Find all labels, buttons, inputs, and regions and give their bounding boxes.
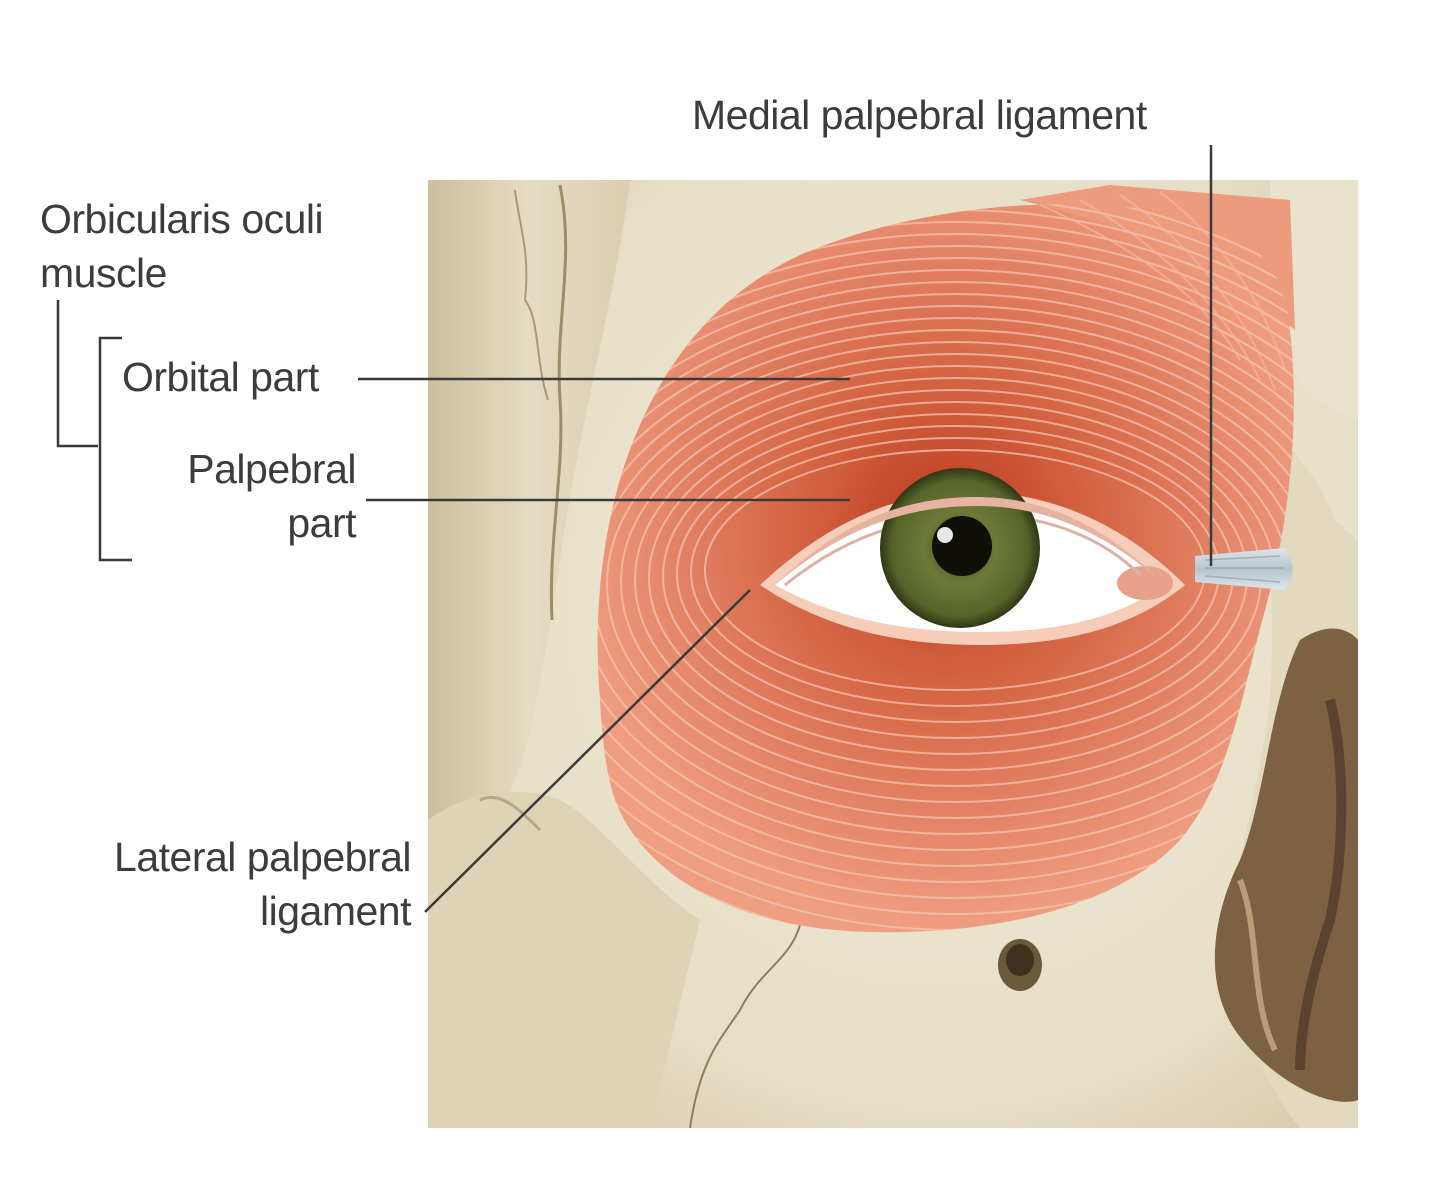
muscle-fiber — [597, 281, 1294, 915]
parts-bracket — [98, 336, 132, 562]
label-line: Orbicularis oculi — [40, 196, 324, 242]
muscle-fiber — [597, 233, 1294, 933]
label-line: ligament — [260, 888, 411, 934]
muscle-fiber — [597, 341, 1294, 835]
muscle-fiber — [597, 293, 1294, 899]
label-palpebral-part: Palpebral part — [187, 442, 356, 550]
eye — [760, 468, 1185, 645]
muscle-fiber — [597, 353, 1294, 819]
muscle-fiber — [597, 329, 1294, 851]
label-line: Lateral palpebral — [114, 834, 411, 880]
orbicularis-bracket — [56, 300, 98, 448]
label-line: muscle — [40, 250, 167, 296]
muscle-fiber — [606, 365, 1294, 803]
muscle-fiber — [597, 245, 1294, 933]
muscle-fiber — [597, 221, 1294, 933]
label-orbital-part: Orbital part — [122, 354, 319, 400]
label-lateral-palpebral-ligament: Lateral palpebral ligament — [114, 830, 411, 938]
label-line: part — [287, 500, 356, 546]
label-line: Palpebral — [187, 446, 356, 492]
label-medial-palpebral-ligament: Medial palpebral ligament — [692, 92, 1147, 138]
medial-ligament — [1195, 548, 1293, 590]
muscle-fiber — [597, 317, 1294, 867]
muscle-fiber — [597, 305, 1294, 883]
leader-lines — [56, 145, 1213, 913]
lateral-ligament-leader — [424, 589, 751, 913]
pupil — [932, 516, 992, 576]
muscle-fiber — [597, 257, 1294, 933]
label-orbicularis-oculi-muscle: Orbicularis oculi muscle — [40, 192, 324, 300]
